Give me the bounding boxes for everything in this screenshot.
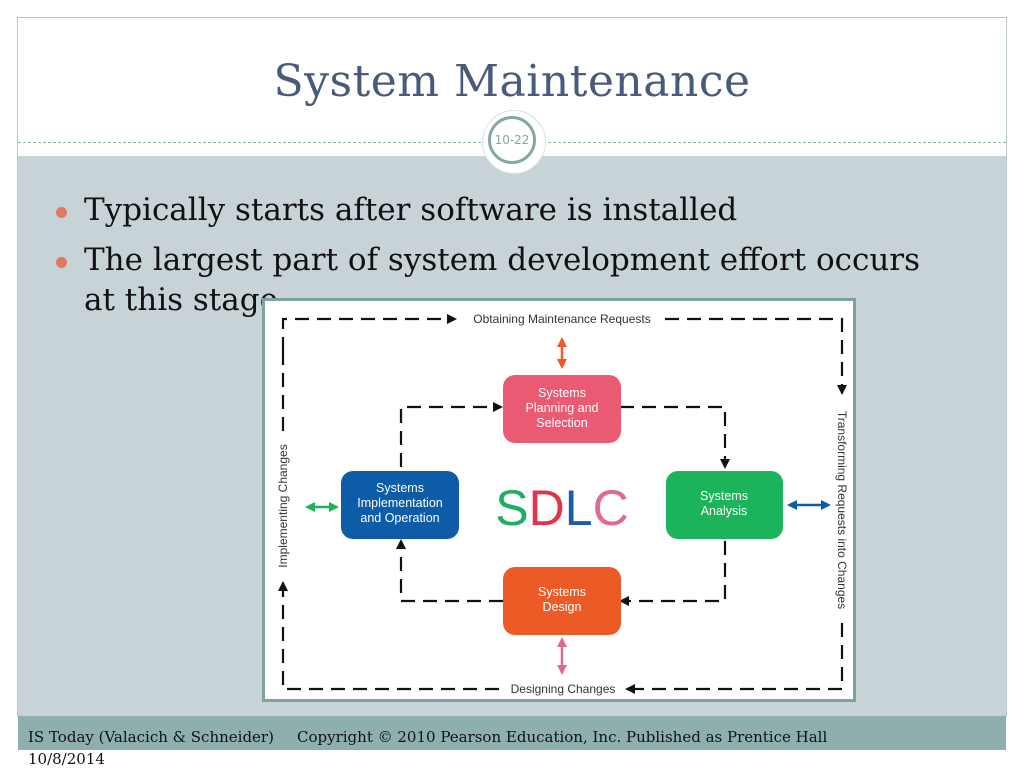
slide-title: System Maintenance [273, 56, 751, 107]
phase-planning: Systems Planning and Selection [503, 375, 621, 443]
cycle-implementation-to-planning [399, 402, 503, 467]
phase-design: Systems Design [503, 567, 621, 635]
bullet-item: Typically starts after software is insta… [56, 190, 956, 230]
bullet-dot-icon [56, 207, 67, 218]
outer-loop-top-right [665, 317, 847, 395]
label-transforming-requests: Transforming Requests into Changes [835, 411, 849, 609]
phase-planning-line1: Systems [538, 386, 586, 400]
phase-implementation-box [341, 471, 459, 539]
phase-analysis-line1: Systems [700, 489, 748, 503]
cycle-design-to-implementation [396, 539, 503, 603]
sdlc-letter: S [495, 480, 528, 536]
phase-analysis-box [666, 471, 783, 539]
sdlc-letter: L [565, 480, 593, 536]
sdlc-diagram: Systems Planning and Selection Systems A… [262, 298, 856, 702]
sdlc-letter: C [593, 480, 629, 536]
label-obtaining-requests: Obtaining Maintenance Requests [473, 312, 650, 326]
inner-cycle [396, 402, 730, 606]
cycle-analysis-to-design [619, 541, 727, 606]
slide-number: 10-22 [488, 116, 536, 164]
outer-loop-top-left [281, 314, 457, 351]
phase-implementation-line1: Systems [376, 481, 424, 495]
phase-implementation-line3: and Operation [360, 511, 439, 525]
label-designing-changes: Designing Changes [511, 682, 616, 696]
sdlc-letter: D [529, 480, 565, 536]
phase-analysis-line2: Analysis [701, 504, 748, 518]
phase-design-line1: Systems [538, 585, 586, 599]
sdlc-center-label: SDLC [495, 480, 628, 536]
bullet-dot-icon [56, 257, 67, 268]
label-implementing-changes: Implementing Changes [276, 444, 290, 567]
cycle-planning-to-analysis [620, 405, 730, 469]
phase-design-box [503, 567, 621, 635]
bullet-text: Typically starts after software is insta… [84, 192, 738, 228]
phase-planning-line2: Planning and [526, 401, 599, 415]
outer-loop-bottom-right [625, 623, 844, 694]
footer-source: IS Today (Valacich & Schneider) [28, 728, 274, 746]
phase-implementation-line2: Implementation [357, 496, 443, 510]
sdlc-diagram-svg: Systems Planning and Selection Systems A… [272, 308, 853, 699]
phase-design-line2: Design [543, 600, 582, 614]
footer-date: 10/8/2014 [28, 750, 105, 768]
bullet-list: Typically starts after software is insta… [56, 190, 956, 330]
outer-loop-bottom-left [278, 581, 499, 691]
phase-planning-box [503, 375, 621, 443]
phase-planning-line3: Selection [536, 416, 587, 430]
outer-loop [278, 314, 847, 694]
bullet-item: The largest part of system development e… [56, 240, 956, 320]
footer-copyright: Copyright © 2010 Pearson Education, Inc.… [297, 728, 828, 746]
phase-implementation: Systems Implementation and Operation [341, 471, 459, 539]
footer-bar [18, 716, 1006, 750]
bullet-text: The largest part of system development e… [84, 242, 921, 318]
phase-analysis: Systems Analysis [666, 471, 783, 539]
